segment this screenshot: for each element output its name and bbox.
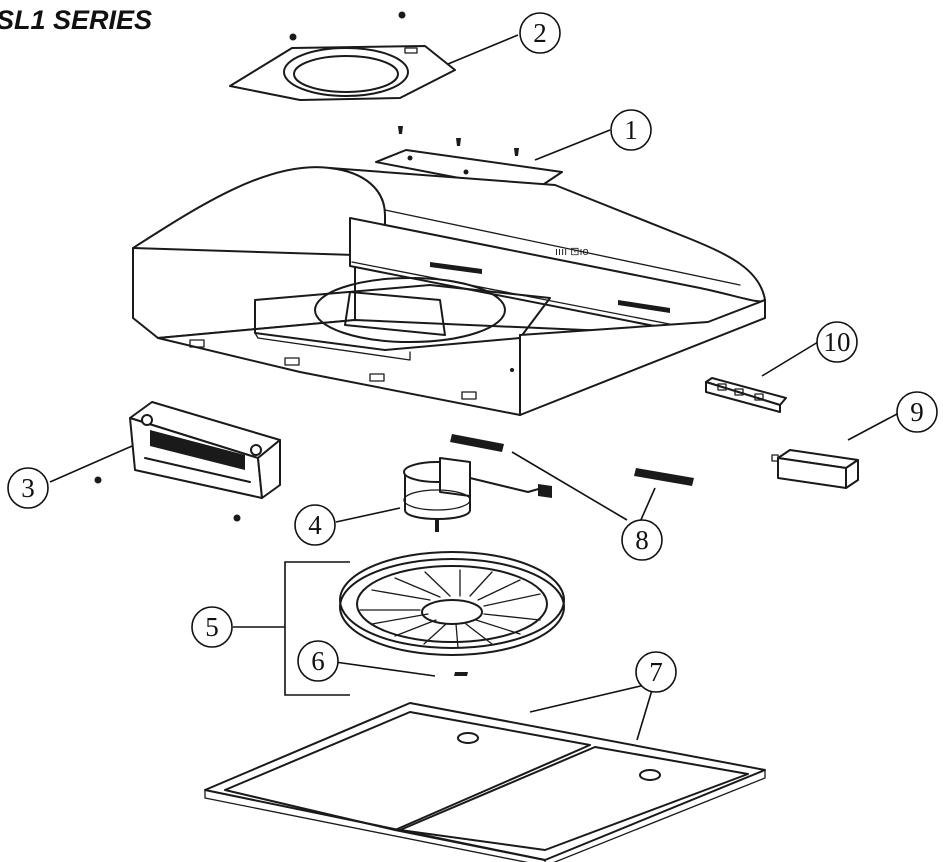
part-grease-filters [204, 702, 766, 862]
callout-8: 8 [621, 519, 663, 561]
callout-6: 6 [297, 640, 339, 682]
part-filter-clips [450, 434, 694, 486]
svg-text:9: 9 [910, 397, 924, 427]
callout-1: 1 [610, 109, 652, 151]
part-capacitor [771, 449, 859, 489]
part-duct-adapter [229, 11, 456, 101]
part-nut [454, 672, 468, 676]
svg-text:2: 2 [533, 18, 547, 48]
diagram-title: SL1 SERIES [0, 5, 152, 35]
part-light-housing [94, 401, 281, 522]
svg-text:5: 5 [205, 612, 219, 642]
callout-10: 10 [816, 321, 858, 363]
callout-3: 3 [7, 467, 49, 509]
svg-text:7: 7 [649, 657, 663, 687]
part-switch-board [705, 377, 787, 413]
callout-7: 7 [635, 651, 677, 693]
svg-text:4: 4 [308, 510, 322, 540]
part-motor [403, 457, 552, 532]
leader-lines [49, 34, 898, 741]
svg-text:8: 8 [635, 525, 649, 555]
svg-text:6: 6 [311, 646, 325, 676]
svg-text:1: 1 [624, 115, 638, 145]
svg-text:10: 10 [824, 327, 851, 357]
callout-5: 5 [191, 606, 233, 648]
callout-4: 4 [294, 504, 336, 546]
part-hood-body: ıııı ⊡ıo [132, 166, 766, 416]
svg-text:3: 3 [21, 473, 35, 503]
svg-text:ıııı ⊡ıo: ıııı ⊡ıo [555, 246, 589, 258]
part-fan-wheel [339, 551, 565, 656]
callout-2: 2 [519, 12, 561, 54]
callout-9: 9 [896, 391, 938, 433]
